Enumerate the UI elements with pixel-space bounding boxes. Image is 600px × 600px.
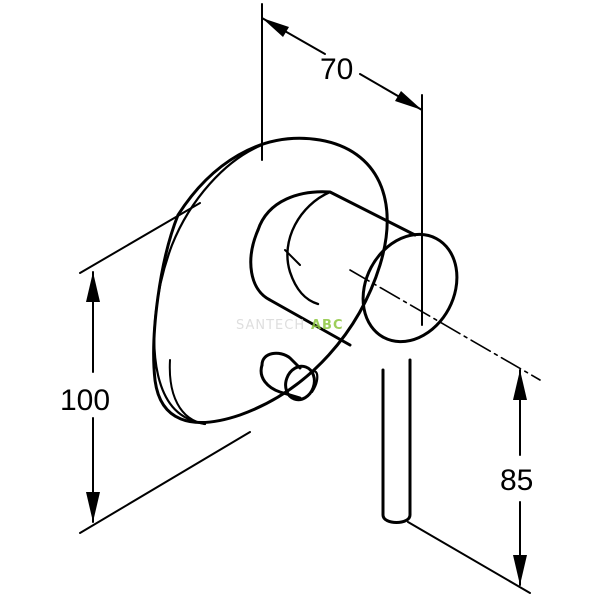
dimension-70-label: 70 [320, 53, 353, 86]
dimension-70: 70 [261, 3, 423, 326]
watermark: SANTECH ABC [236, 318, 344, 333]
diverter-knob [259, 351, 319, 402]
dimension-100: 100 [60, 202, 251, 534]
escutcheon-plate [152, 136, 389, 426]
lever-handle [381, 358, 412, 524]
dimension-100-label: 100 [60, 384, 110, 417]
center-axis-line [349, 269, 541, 381]
watermark-text-right: ABC [311, 318, 344, 333]
watermark-text-left: SANTECH [236, 318, 305, 333]
mixer-cylinder [249, 190, 459, 347]
dimension-85: 85 [407, 369, 533, 594]
dimension-85-label: 85 [500, 464, 533, 497]
